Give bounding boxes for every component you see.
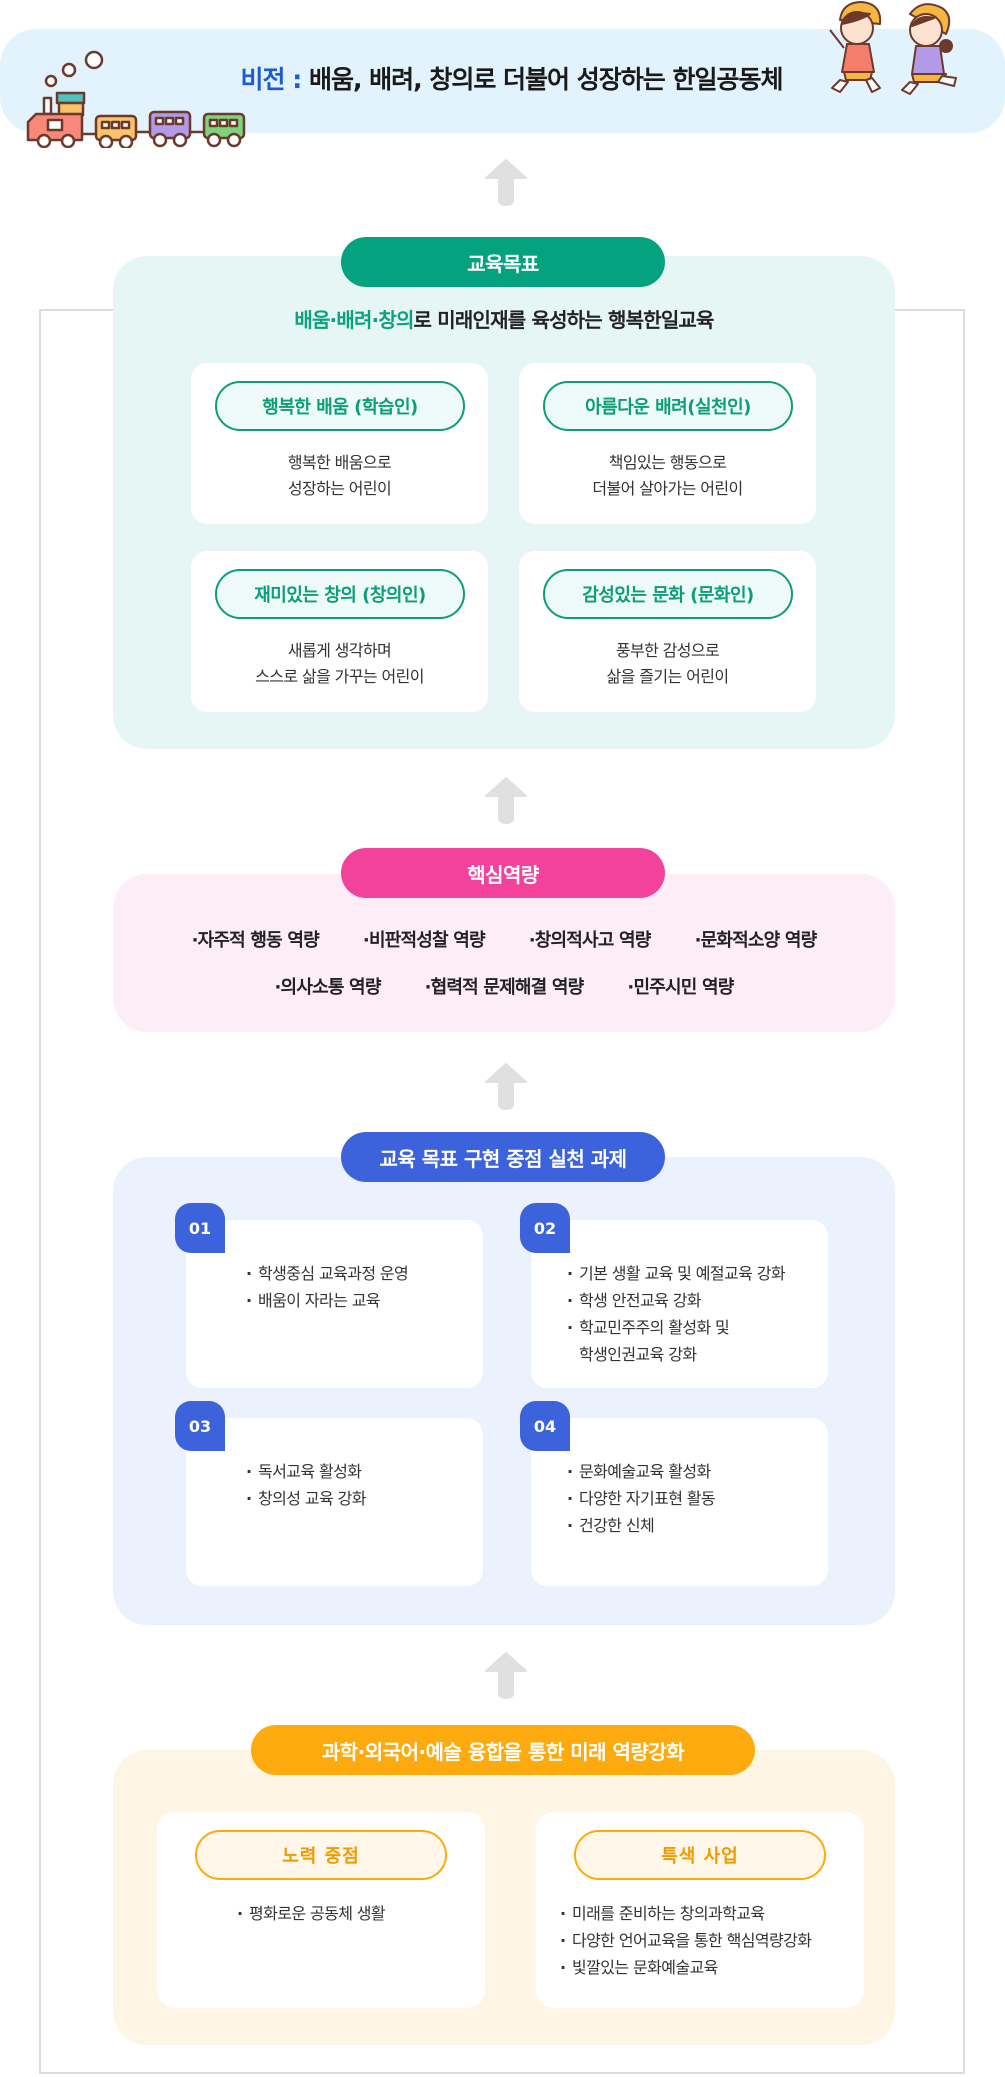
competency-item: ·의사소통 역량 [274, 977, 382, 998]
special-project-card-title: 특색 사업 [574, 1830, 826, 1880]
task-number-badge: 01 [175, 1203, 225, 1253]
task-item-continued: 학생인권교육 강화 [579, 1345, 697, 1364]
goal-desc-line: 삶을 즐기는 어린이 [606, 667, 730, 686]
goal-card-title: 재미있는 창의 (창의인) [215, 569, 465, 619]
task-number-badge: 02 [520, 1203, 570, 1253]
task-list: 기본 생활 교육 및 예절교육 강화 학생 안전교육 강화 학교민주주의 활성화… [567, 1260, 786, 1368]
task-item: 학생 안전교육 강화 [567, 1287, 785, 1314]
goal-card-description: 행복한 배움으로 성장하는 어린이 [191, 450, 488, 502]
goal-card: 재미있는 창의 (창의인) 새롭게 생각하며 스스로 삶을 가꾸는 어린이 [191, 551, 488, 712]
goal-card-title: 행복한 배움 (학습인) [215, 381, 465, 431]
task-card: 독서교육 활성화 창의성 교육 강화 [186, 1418, 483, 1586]
focus-item: 평화로운 공동체 생활 [237, 1900, 386, 1927]
competency-item: ·비판적성찰 역량 [362, 930, 486, 951]
goal-desc-line: 더불어 살아가는 어린이 [592, 479, 743, 498]
vision-statement: 비전 : 배움, 배려, 창의로 더불어 성장하는 한일공동체 [240, 60, 784, 96]
education-goals-header: 교육목표 [341, 237, 665, 287]
train-illustration-icon [26, 50, 246, 148]
future-competency-header: 과학·외국어·예술 융합을 통한 미래 역량강화 [251, 1725, 755, 1775]
task-item: 배움이 자라는 교육 [246, 1287, 408, 1314]
goal-card: 아름다운 배려(실천인) 책임있는 행동으로 더불어 살아가는 어린이 [519, 363, 816, 524]
task-list: 학생중심 교육과정 운영 배움이 자라는 교육 [246, 1260, 409, 1314]
core-competencies-header: 핵심역량 [341, 848, 665, 898]
arrow-up-icon [485, 777, 527, 824]
goal-card: 감성있는 문화 (문화인) 풍부한 감성으로 삶을 즐기는 어린이 [519, 551, 816, 712]
goal-desc-line: 새롭게 생각하며 [287, 641, 392, 660]
education-goals-subtitle: 배움·배려·창의로 미래인재를 육성하는 행복한일교육 [113, 304, 895, 333]
special-project-list: 미래를 준비하는 창의과학교육 다양한 언어교육을 통한 핵심역량강화 빛깔있는… [560, 1900, 812, 1981]
vision-label: 비전 : [240, 65, 303, 94]
task-number-badge: 03 [175, 1401, 225, 1451]
special-project-item: 다양한 언어교육을 통한 핵심역량강화 [560, 1927, 812, 1954]
competency-row: ·자주적 행동 역량 ·비판적성찰 역량 ·창의적사고 역량 ·문화적소양 역량 [113, 926, 895, 952]
arrow-up-icon [485, 159, 527, 206]
subtitle-rest: 로 미래인재를 육성하는 행복한일교육 [413, 308, 715, 332]
task-item: 학교민주주의 활성화 및 [567, 1314, 785, 1341]
children-illustration-icon [829, 1, 957, 95]
goal-desc-line: 성장하는 어린이 [287, 479, 392, 498]
goal-desc-line: 책임있는 행동으로 [608, 453, 727, 472]
goal-desc-line: 스스로 삶을 가꾸는 어린이 [255, 667, 424, 686]
core-competencies-section [113, 874, 895, 1032]
arrow-up-icon [485, 1652, 527, 1699]
task-item: 기본 생활 교육 및 예절교육 강화 [567, 1260, 786, 1287]
practice-tasks-header: 교육 목표 구현 중점 실천 과제 [341, 1132, 665, 1182]
arrow-up-icon [485, 1063, 527, 1110]
task-list: 독서교육 활성화 창의성 교육 강화 [246, 1458, 366, 1512]
task-card: 문화예술교육 활성화 다양한 자기표현 활동 건강한 신체 [531, 1418, 828, 1586]
goal-card-description: 새롭게 생각하며 스스로 삶을 가꾸는 어린이 [191, 638, 488, 690]
goal-card: 행복한 배움 (학습인) 행복한 배움으로 성장하는 어린이 [191, 363, 488, 524]
task-item: 문화예술교육 활성화 [567, 1458, 715, 1485]
task-item: 건강한 신체 [567, 1512, 715, 1539]
task-number-badge: 04 [520, 1401, 570, 1451]
goal-card-description: 풍부한 감성으로 삶을 즐기는 어린이 [519, 638, 816, 690]
task-item: 독서교육 활성화 [246, 1458, 366, 1485]
task-item: 다양한 자기표현 활동 [567, 1485, 716, 1512]
goal-desc-line: 행복한 배움으로 [287, 453, 392, 472]
focus-list: 평화로운 공동체 생활 [237, 1900, 386, 1927]
competency-item: ·협력적 문제해결 역량 [424, 977, 585, 998]
competency-item: ·창의적사고 역량 [528, 930, 652, 951]
competency-item: ·문화적소양 역량 [694, 930, 818, 951]
goal-desc-line: 풍부한 감성으로 [615, 641, 720, 660]
competency-item: ·자주적 행동 역량 [191, 930, 320, 951]
task-item: 창의성 교육 강화 [246, 1485, 366, 1512]
task-item: 학생중심 교육과정 운영 [246, 1260, 409, 1287]
special-project-item: 미래를 준비하는 창의과학교육 [560, 1900, 811, 1927]
special-project-item: 빛깔있는 문화예술교육 [560, 1954, 811, 1981]
task-list: 문화예술교육 활성화 다양한 자기표현 활동 건강한 신체 [567, 1458, 716, 1539]
subtitle-highlight: 배움·배려·창의 [294, 308, 414, 332]
goal-card-title: 아름다운 배려(실천인) [543, 381, 793, 431]
competency-item: ·민주시민 역량 [627, 977, 734, 998]
task-card: 학생중심 교육과정 운영 배움이 자라는 교육 [186, 1220, 483, 1388]
goal-card-description: 책임있는 행동으로 더불어 살아가는 어린이 [519, 450, 816, 502]
vision-text: 배움, 배려, 창의로 더불어 성장하는 한일공동체 [308, 65, 784, 94]
focus-card: 노력 중점 평화로운 공동체 생활 [157, 1812, 485, 2008]
task-card: 기본 생활 교육 및 예절교육 강화 학생 안전교육 강화 학교민주주의 활성화… [531, 1220, 828, 1388]
goal-card-title: 감성있는 문화 (문화인) [543, 569, 793, 619]
special-project-card: 특색 사업 미래를 준비하는 창의과학교육 다양한 언어교육을 통한 핵심역량강… [536, 1812, 864, 2008]
focus-card-title: 노력 중점 [195, 1830, 447, 1880]
competency-row: ·의사소통 역량 ·협력적 문제해결 역량 ·민주시민 역량 [113, 973, 895, 999]
